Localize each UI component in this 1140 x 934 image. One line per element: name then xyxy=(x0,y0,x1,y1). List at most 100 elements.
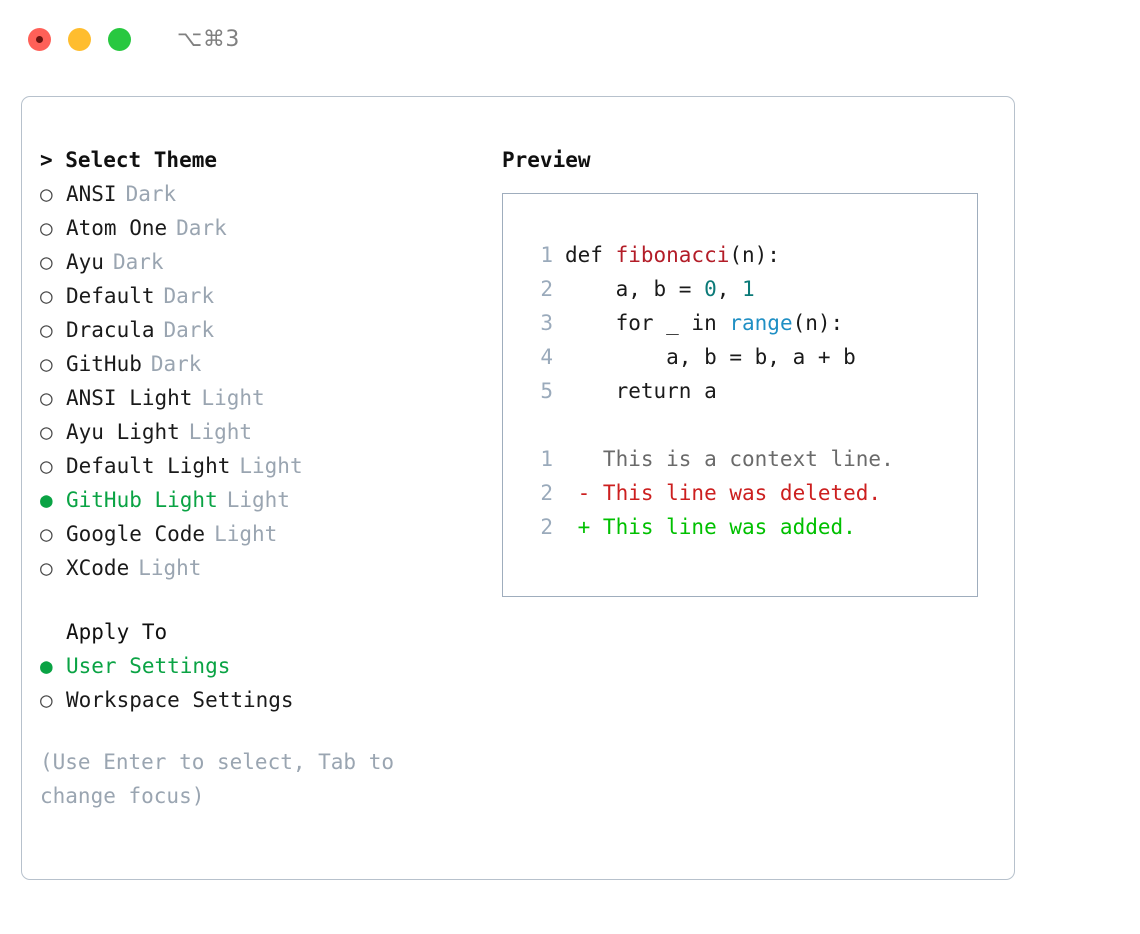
line-number: 1 xyxy=(540,243,553,267)
token-del: - This line was deleted. xyxy=(565,481,882,505)
code-line-text: a, b = 0, 1 xyxy=(565,272,755,306)
token-plain: , xyxy=(716,277,743,301)
minimize-button[interactable] xyxy=(68,27,91,51)
theme-item-label: Atom One xyxy=(66,216,168,240)
diff-line-1: 2 - This line was deleted. xyxy=(523,476,977,510)
theme-item-tag: Light xyxy=(188,420,253,444)
code-line-text: a, b = b, a + b xyxy=(565,340,856,374)
apply-to-list[interactable]: ●User Settings○Workspace Settings xyxy=(40,649,502,717)
apply-to-item-0[interactable]: ●User Settings xyxy=(40,649,502,683)
token-num: 0 xyxy=(704,277,717,301)
token-add: + This line was added. xyxy=(565,515,856,539)
window-controls xyxy=(28,27,131,51)
theme-item-0[interactable]: ○ ANSI Dark xyxy=(40,177,502,211)
maximize-button[interactable] xyxy=(108,27,131,51)
diff-line-text: This is a context line. xyxy=(565,442,894,476)
theme-item-label: ANSI xyxy=(66,182,117,206)
theme-item-4[interactable]: ○ Dracula Dark xyxy=(40,313,502,347)
keyboard-shortcut-label: ⌥⌘3 xyxy=(177,26,240,52)
diff-line-text: - This line was deleted. xyxy=(565,476,881,510)
code-line-text: def fibonacci(n): xyxy=(565,238,780,272)
radio-unselected-icon: ○ xyxy=(40,250,53,274)
theme-item-3[interactable]: ○ Default Dark xyxy=(40,279,502,313)
theme-item-label: Default xyxy=(66,284,155,308)
line-number: 2 xyxy=(540,277,553,301)
line-number: 5 xyxy=(540,379,553,403)
line-number: 4 xyxy=(540,345,553,369)
code-line-3: 4 a, b = b, a + b xyxy=(523,340,977,374)
select-theme-heading: > Select Theme xyxy=(40,148,218,172)
theme-item-9[interactable]: ● GitHub Light Light xyxy=(40,483,502,517)
apply-to-heading: Apply To xyxy=(66,620,168,644)
diff-line-text: + This line was added. xyxy=(565,510,856,544)
radio-unselected-icon: ○ xyxy=(40,318,53,342)
theme-item-tag: Dark xyxy=(125,182,177,206)
diff-sample: 1 This is a context line.2 - This line w… xyxy=(523,442,977,544)
theme-item-label: GitHub Light xyxy=(66,488,218,512)
theme-item-label: Default Light xyxy=(66,454,231,478)
theme-item-tag: Dark xyxy=(163,284,215,308)
theme-item-10[interactable]: ○ Google Code Light xyxy=(40,517,502,551)
theme-item-7[interactable]: ○ Ayu Light Light xyxy=(40,415,502,449)
code-line-text: return a xyxy=(565,374,717,408)
radio-unselected-icon: ○ xyxy=(40,182,53,206)
radio-unselected-icon: ○ xyxy=(40,352,53,376)
theme-item-1[interactable]: ○ Atom One Dark xyxy=(40,211,502,245)
code-line-0: 1 def fibonacci(n): xyxy=(523,238,977,272)
apply-to-item-label: Workspace Settings xyxy=(66,688,294,712)
radio-unselected-icon: ○ xyxy=(40,386,53,410)
token-plain: for _ in xyxy=(565,311,730,335)
theme-item-label: Google Code xyxy=(66,522,206,546)
line-number: 3 xyxy=(540,311,553,335)
spacer xyxy=(40,585,502,615)
theme-item-tag: Dark xyxy=(150,352,202,376)
spacer xyxy=(40,717,502,745)
token-ctx: This is a context line. xyxy=(565,447,894,471)
token-plain: (n): xyxy=(729,243,780,267)
spacer xyxy=(523,408,977,442)
theme-item-tag: Light xyxy=(201,386,265,410)
token-plain: def xyxy=(565,243,616,267)
apply-to-item-1[interactable]: ○Workspace Settings xyxy=(40,683,502,717)
radio-selected-icon: ● xyxy=(40,654,53,678)
close-button[interactable] xyxy=(28,27,51,51)
diff-line-2: 2 + This line was added. xyxy=(523,510,977,544)
close-icon xyxy=(36,35,43,43)
token-plain: a, b = xyxy=(565,277,705,301)
token-fn: fibonacci xyxy=(615,243,730,267)
theme-item-tag: Light xyxy=(226,488,290,512)
token-plain: return a xyxy=(565,379,717,403)
theme-item-tag: Light xyxy=(214,522,278,546)
theme-item-tag: Dark xyxy=(163,318,215,342)
token-plain: a, b = b, a + b xyxy=(565,345,856,369)
radio-unselected-icon: ○ xyxy=(40,420,53,444)
theme-item-label: Ayu Light xyxy=(66,420,180,444)
keyboard-hint: (Use Enter to select, Tab to change focu… xyxy=(40,750,395,808)
token-plain: (n): xyxy=(792,311,844,335)
theme-item-label: Dracula xyxy=(66,318,155,342)
theme-item-tag: Dark xyxy=(176,216,227,240)
radio-unselected-icon: ○ xyxy=(40,216,53,240)
theme-item-tag: Light xyxy=(138,556,202,580)
radio-selected-icon: ● xyxy=(40,488,53,512)
theme-item-label: Ayu xyxy=(66,250,104,274)
token-num: 1 xyxy=(742,277,755,301)
radio-unselected-icon: ○ xyxy=(40,284,53,308)
code-line-text: for _ in range(n): xyxy=(565,306,844,340)
line-number: 2 xyxy=(540,481,553,505)
line-number: 2 xyxy=(540,515,553,539)
radio-unselected-icon: ○ xyxy=(40,522,53,546)
